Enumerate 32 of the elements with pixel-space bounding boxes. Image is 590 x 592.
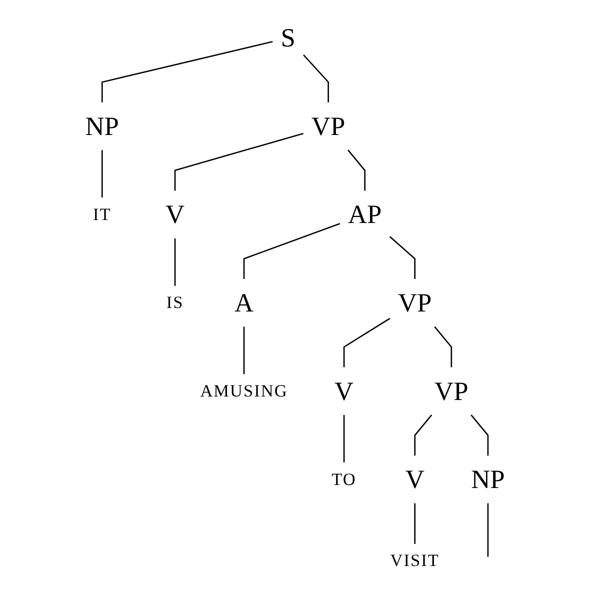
node-text: TO (332, 470, 356, 489)
node-text: IS (166, 292, 184, 312)
connector (434, 326, 452, 368)
node-text: A (234, 288, 254, 318)
connector (303, 54, 329, 102)
node-text: AP (348, 200, 382, 230)
node-text: V (334, 376, 354, 406)
connector (389, 236, 416, 279)
node-text: V (405, 464, 424, 494)
node-text: IT (92, 204, 112, 224)
connector (414, 414, 432, 456)
node-text: NP (471, 464, 505, 494)
node-text: VISIT (390, 550, 440, 570)
connector (414, 503, 416, 544)
node-text: VP (398, 288, 432, 318)
connector (343, 414, 345, 462)
connector (487, 503, 489, 557)
connector (174, 238, 176, 286)
connector (101, 150, 103, 198)
connector (470, 414, 489, 456)
node-text: S (280, 23, 296, 53)
node-text: AMUSING (200, 381, 288, 401)
connector (348, 150, 366, 191)
node-text: VP (311, 112, 346, 141)
node-text: V (165, 200, 185, 230)
node-text: VP (434, 376, 468, 406)
connector (243, 223, 340, 279)
connector (343, 318, 390, 368)
connector (101, 41, 273, 102)
connector (174, 132, 304, 191)
node-text: NP (85, 112, 119, 141)
connector (243, 326, 245, 374)
